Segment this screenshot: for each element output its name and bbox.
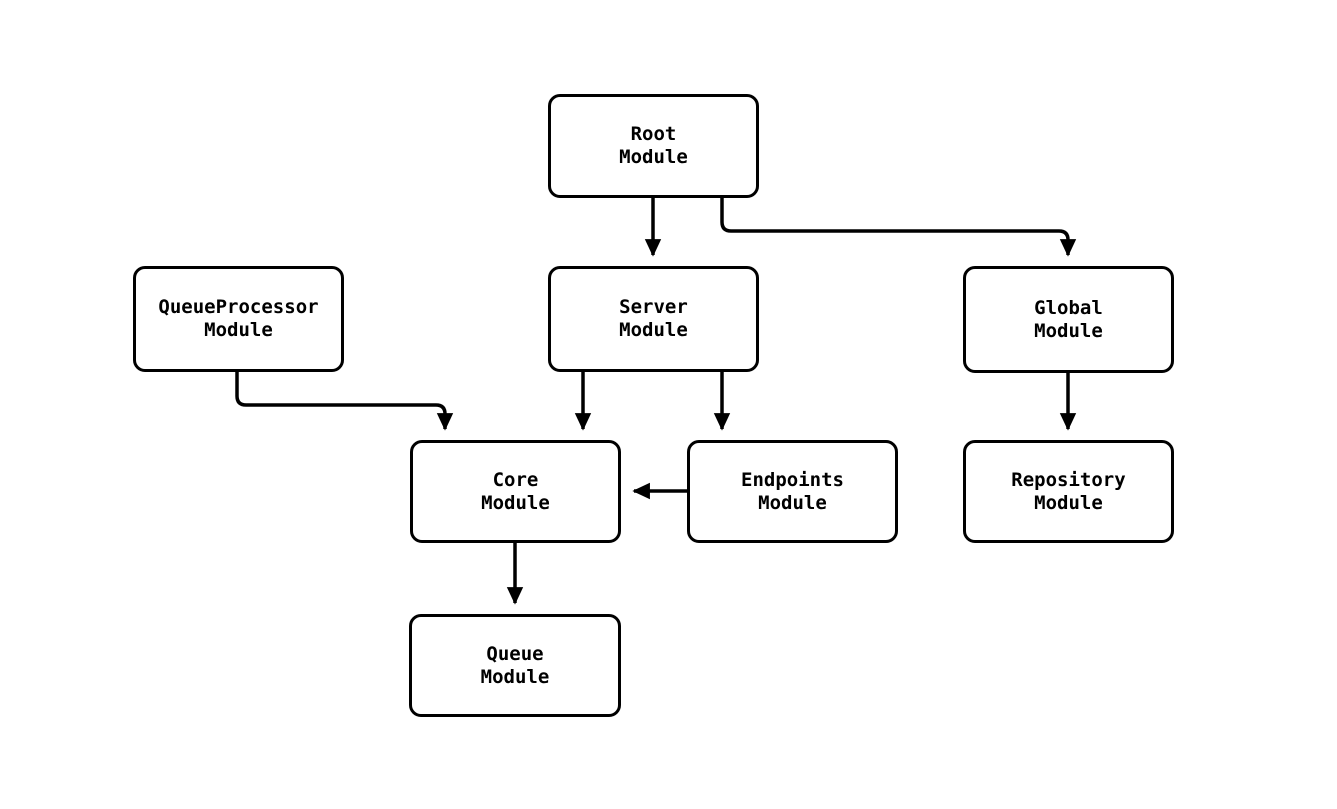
- node-endpoints-module[interactable]: Endpoints Module: [687, 440, 898, 543]
- edge-root-to-global: [720, 198, 1077, 257]
- node-repository-module[interactable]: Repository Module: [963, 440, 1174, 543]
- node-queue-module[interactable]: Queue Module: [409, 614, 621, 717]
- edge-queueprocessor-to-core: [235, 372, 454, 431]
- node-queueprocessor-module-label: QueueProcessor Module: [158, 296, 319, 341]
- node-repository-module-label: Repository Module: [1011, 468, 1126, 514]
- node-root-module-label: Root Module: [619, 123, 688, 168]
- node-endpoints-module-label: Endpoints Module: [741, 468, 844, 514]
- node-server-module[interactable]: Server Module: [548, 266, 759, 372]
- node-global-module[interactable]: Global Module: [963, 266, 1174, 373]
- node-core-module[interactable]: Core Module: [410, 440, 621, 543]
- node-global-module-label: Global Module: [1034, 296, 1103, 342]
- node-server-module-label: Server Module: [619, 296, 688, 341]
- node-queue-module-label: Queue Module: [480, 642, 550, 688]
- node-queueprocessor-module[interactable]: QueueProcessor Module: [133, 266, 344, 372]
- node-root-module[interactable]: Root Module: [548, 94, 759, 198]
- node-core-module-label: Core Module: [481, 468, 550, 514]
